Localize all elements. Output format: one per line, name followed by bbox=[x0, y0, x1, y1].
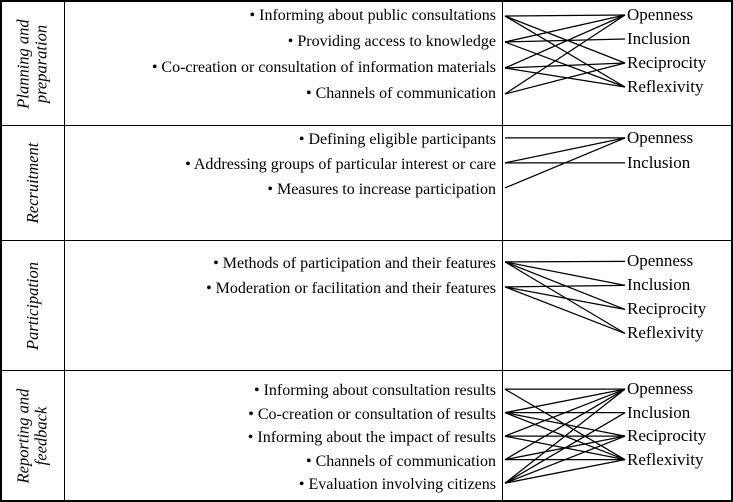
connection-line bbox=[504, 286, 626, 311]
phase-cell: Recruitment bbox=[2, 126, 65, 240]
value-label-openness: Openness bbox=[627, 251, 694, 271]
bullet-item: • Channels of communication bbox=[305, 452, 496, 470]
bullet-list: • Informing about public consultations • … bbox=[65, 2, 503, 125]
phase-label: Reporting and feedback bbox=[13, 388, 51, 483]
value-label-openness: Openness bbox=[627, 5, 694, 24]
value-label-openness: Openness bbox=[627, 128, 694, 148]
bullet-list: • Methods of participation and their fea… bbox=[65, 241, 503, 370]
connection-line bbox=[504, 38, 626, 43]
connection-line bbox=[504, 14, 626, 95]
value-label-reciprocity: Reciprocity bbox=[627, 53, 707, 72]
connection-lines-svg bbox=[504, 137, 626, 189]
connection-line bbox=[504, 14, 626, 69]
bullet-item: • Co-creation or consultation of results bbox=[248, 405, 496, 423]
phase-label: Planning and preparation bbox=[13, 18, 51, 109]
value-label-reciprocity: Reciprocity bbox=[627, 299, 707, 319]
bullet-item: • Providing access to knowledge bbox=[287, 33, 496, 50]
phase-row-2: Recruitment • Defining eligible participa… bbox=[2, 125, 731, 240]
bullet-item: • Methods of participation and their fea… bbox=[213, 255, 496, 272]
connection-line bbox=[504, 14, 626, 43]
phase-cell: Planning and preparation bbox=[2, 2, 65, 125]
connection-line bbox=[504, 62, 626, 69]
bullet-item: • Moderation or facilitation and their f… bbox=[206, 280, 496, 297]
phase-row-1: Planning and preparation • Informing abou… bbox=[2, 2, 731, 125]
connection-line bbox=[504, 388, 626, 461]
phase-row-3: Participation • Methods of participation … bbox=[2, 240, 731, 370]
connection-line bbox=[504, 137, 626, 189]
connection-line bbox=[504, 286, 626, 334]
value-label-reflexivity: Reflexivity bbox=[627, 449, 704, 469]
bullet-item: • Measures to increase participation bbox=[267, 181, 496, 198]
bullet-item: • Informing about consultation results bbox=[253, 382, 496, 399]
phase-label: Participation bbox=[22, 261, 42, 350]
connection-lines-svg bbox=[504, 388, 626, 484]
value-label-inclusion: Inclusion bbox=[627, 153, 691, 173]
connection-line bbox=[504, 412, 626, 484]
bullet-item: • Channels of communication bbox=[305, 85, 496, 102]
phase-row-4: Reporting and feedback • Informing about … bbox=[2, 370, 731, 500]
connection-lines-svg bbox=[504, 260, 626, 334]
phase-label: Recruitment bbox=[22, 142, 42, 224]
connection-line bbox=[504, 459, 626, 484]
bullet-item: • Co-creation or consultation of informa… bbox=[151, 59, 496, 76]
phase-cell: Participation bbox=[2, 241, 65, 370]
value-label-inclusion: Inclusion bbox=[627, 275, 691, 295]
connection-line bbox=[504, 62, 626, 95]
connection-line bbox=[504, 388, 626, 414]
connection-line bbox=[504, 14, 626, 17]
connection-lines-svg bbox=[504, 14, 626, 95]
connection-line bbox=[504, 15, 626, 64]
value-label-reflexivity: Reflexivity bbox=[627, 323, 704, 343]
connection-line bbox=[504, 261, 626, 287]
connection-line bbox=[504, 284, 626, 288]
bullet-list: • Informing about consultation results • … bbox=[65, 371, 503, 500]
connection-line bbox=[504, 137, 626, 164]
connection-line bbox=[504, 388, 626, 484]
bullet-list: • Defining eligible participants • Addres… bbox=[65, 126, 503, 240]
connection-line bbox=[504, 15, 626, 88]
bullet-item: • Evaluation involving citizens bbox=[298, 476, 496, 493]
value-label-reflexivity: Reflexivity bbox=[627, 77, 704, 96]
value-label-openness: Openness bbox=[627, 379, 694, 399]
connection-line bbox=[504, 388, 626, 437]
value-label-inclusion: Inclusion bbox=[627, 29, 691, 48]
value-label-reciprocity: Reciprocity bbox=[627, 426, 707, 446]
bullet-item: • Informing about the impact of results bbox=[247, 429, 496, 446]
connection-line bbox=[504, 260, 626, 263]
value-label-inclusion: Inclusion bbox=[627, 402, 691, 422]
phase-cell: Reporting and feedback bbox=[2, 371, 65, 500]
bullet-item: • Informing about public consultations bbox=[249, 7, 496, 24]
connection-line bbox=[504, 41, 626, 88]
bullet-item: • Addressing groups of particular intere… bbox=[185, 156, 496, 173]
connection-line bbox=[504, 435, 626, 484]
connection-line bbox=[504, 67, 626, 88]
bullet-item: • Defining eligible participants bbox=[298, 131, 496, 148]
